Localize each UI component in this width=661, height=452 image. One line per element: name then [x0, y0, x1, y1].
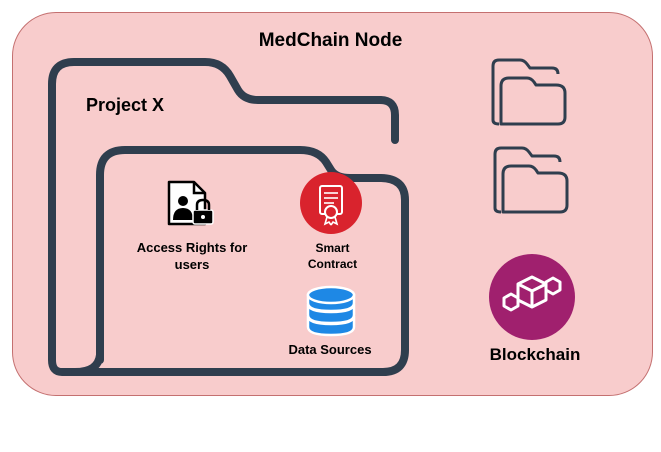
database-icon: [306, 285, 356, 337]
blockchain-label: Blockchain: [489, 345, 581, 364]
certificate-icon: [300, 172, 362, 234]
project-folder-icon: [48, 58, 399, 376]
project-title: Project X: [86, 95, 165, 115]
smart-contract-label: Smart Contract: [307, 241, 358, 271]
data-sources-label: Data Sources: [288, 342, 372, 357]
access-rights-label: Access Rights for users: [136, 240, 248, 272]
folder-icon: [491, 58, 567, 126]
user-lock-icon: [167, 180, 214, 226]
inner-folder-icon: [71, 146, 409, 376]
node-title: MedChain Node: [258, 30, 403, 51]
blockchain-cubes-icon: [489, 254, 575, 340]
folder-icon: [493, 146, 569, 214]
